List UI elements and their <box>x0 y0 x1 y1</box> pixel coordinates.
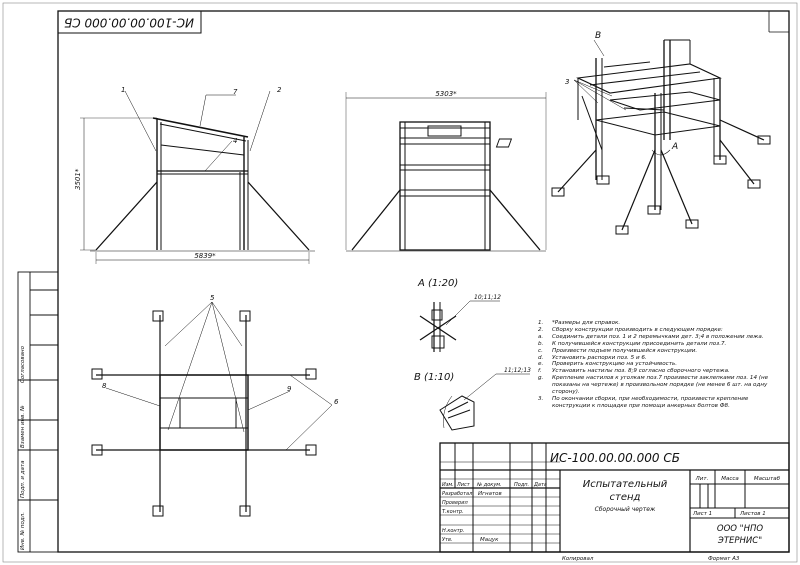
note-number: c. <box>538 347 543 354</box>
note-text: Соединить детали поз. 1 и 2 перемычками … <box>552 333 764 340</box>
note-text: Установить настилы поз. 8;9 согласно сбо… <box>552 368 730 375</box>
note-number: b. <box>538 340 544 347</box>
note-number: e. <box>538 361 544 368</box>
role-checker: Проверил <box>442 500 468 506</box>
top-stamp: ИС-100.00.00.000 СБ <box>57 10 202 34</box>
note-number: f. <box>538 368 542 375</box>
iso-label-b: B <box>595 31 601 41</box>
col-doc: № докум. <box>476 482 502 488</box>
iso-label-3: 3 <box>565 78 569 86</box>
note-number: 3. <box>538 395 544 402</box>
front-width-dim: 5839* <box>194 252 216 260</box>
approver-name: Мацук <box>480 537 499 543</box>
note-number: a. <box>538 333 544 340</box>
title-mass: Масса <box>721 476 739 482</box>
side-stamp <box>17 271 59 553</box>
col-sign: Подп. <box>514 482 529 488</box>
col-date: Дата <box>533 482 547 488</box>
plan-label-6: 6 <box>334 398 339 406</box>
detail-a-title: A (1:20) <box>417 278 458 289</box>
side-stamp-inv: Инв. № подл. <box>20 512 26 550</box>
front-view <box>80 90 315 264</box>
note-item: 1. *Размеры для справок. <box>538 320 788 327</box>
detail-b-title: B (1:10) <box>414 372 454 383</box>
note-text: Проверить конструкцию на устойчивость. <box>552 361 678 368</box>
title-designation: ИС-100.00.00.000 СБ <box>550 451 680 465</box>
detail-b-callout: 11;12;13 <box>504 367 531 374</box>
note-text: По окончании сборки, при необходимости, … <box>552 395 749 409</box>
title-name-1: Испытательный <box>583 479 668 490</box>
note-text: Сборку конструкции производить в следующ… <box>552 326 723 333</box>
note-number: 1. <box>538 320 544 326</box>
side-stamp-sign-date: Подп. и дата <box>20 460 26 498</box>
role-approver: Утв. <box>442 537 453 543</box>
front-label-7: 7 <box>233 88 238 96</box>
title-sheets: Листов 1 <box>739 511 766 517</box>
side-width-dim: 5303* <box>435 90 457 98</box>
note-item: g. Крепление настилов к уголкам поз.7 про… <box>538 375 788 396</box>
note-item: e. Проверить конструкцию на устойчивость. <box>538 361 788 368</box>
title-lit: Лит. <box>695 476 709 482</box>
plan-view <box>91 301 333 517</box>
iso-label-a: A <box>671 142 678 152</box>
note-item: b. К получившейся конструкции присоединит… <box>538 341 788 348</box>
note-item: c. Произвести подъем получившейся констру… <box>538 348 788 355</box>
front-height-dim: 3501* <box>74 168 82 190</box>
developer-name: Игнатов <box>478 491 502 497</box>
front-label-4: 4 <box>233 137 237 145</box>
plan-label-9: 9 <box>287 385 292 393</box>
title-block <box>439 442 790 553</box>
role-developer: Разработал <box>442 491 473 497</box>
front-label-2: 2 <box>277 86 282 94</box>
technical-notes: 1. *Размеры для справок. 2. Сборку конструк… <box>538 320 788 410</box>
title-doc-type: Сборочный чертеж <box>595 506 656 513</box>
title-name-2: стенд <box>610 492 641 503</box>
front-label-1: 1 <box>121 86 125 94</box>
note-text: Установить распорки поз. 5 и 6. <box>552 354 647 361</box>
detail-b <box>439 373 530 431</box>
note-number: d. <box>538 354 544 361</box>
col-izm: Изм. <box>442 482 454 488</box>
iso-view <box>495 39 771 235</box>
role-ncontrol: Н.контр. <box>442 528 464 534</box>
side-view <box>345 92 547 252</box>
side-stamp-agreed: Согласовано <box>20 345 26 383</box>
note-number: 2. <box>538 326 544 333</box>
note-text: Произвести подъем получившейся конструкц… <box>552 347 698 354</box>
title-scale: Масштаб <box>754 476 781 482</box>
note-item: a. Соединить детали поз. 1 и 2 перемычкам… <box>538 334 788 341</box>
format-label: Формат А3 <box>708 556 740 562</box>
title-sheet: Лист 1 <box>692 511 712 517</box>
plan-label-8: 8 <box>102 382 107 390</box>
note-item: f. Установить настилы поз. 8;9 согласно с… <box>538 368 788 375</box>
role-tcontrol: Т.контр. <box>442 509 464 515</box>
title-org-2: ЭТЕРНИС" <box>717 536 762 546</box>
note-number: g. <box>538 375 544 382</box>
note-text: К получившейся конструкции присоединить … <box>552 340 727 347</box>
title-org-1: ООО "НПО <box>717 524 763 534</box>
detail-a <box>419 300 500 352</box>
note-text: *Размеры для справок. <box>552 320 621 326</box>
note-item: d. Установить распорки поз. 5 и 6. <box>538 355 788 362</box>
copied-label: Копировал <box>562 556 594 562</box>
note-item: 2. Сборку конструкции производить в следу… <box>538 327 788 334</box>
col-list: Лист <box>456 482 471 488</box>
plan-label-5: 5 <box>210 294 215 302</box>
top-stamp-text: ИС-100.00.00.000 СБ <box>64 16 194 30</box>
note-item: 3. По окончании сборки, при необходимости… <box>538 396 788 410</box>
note-text: Крепление настилов к уголкам поз.7 произ… <box>552 375 769 396</box>
side-stamp-replaced: Взамен инв. № <box>20 405 26 448</box>
detail-a-callout: 10;11;12 <box>474 294 501 301</box>
